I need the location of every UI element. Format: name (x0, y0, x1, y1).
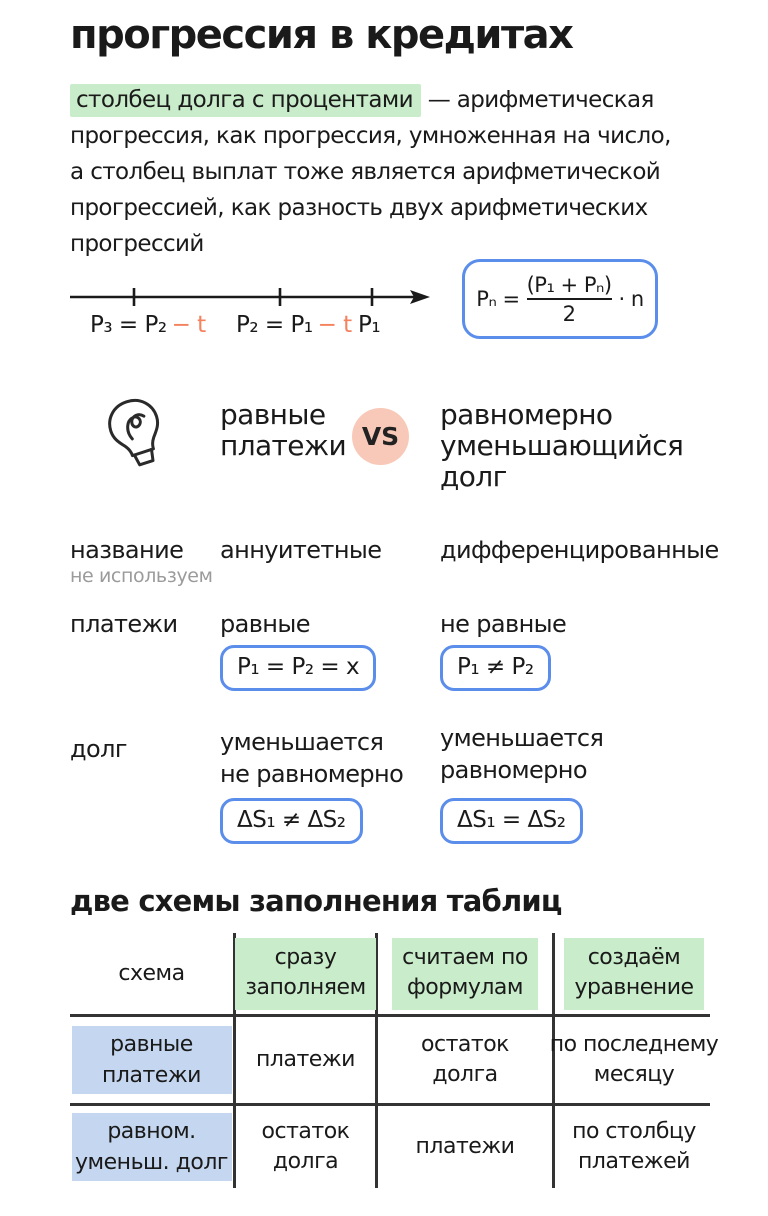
table-vline-1 (233, 933, 236, 1188)
row-debt-left-line-2: не равномерно (220, 760, 404, 788)
row-name-label: название (70, 536, 184, 564)
table-row1-scheme: равные платежи (70, 1017, 233, 1103)
table-header-scheme: схема (70, 933, 233, 1015)
table-header-scheme-label: схема (118, 961, 185, 986)
row-payments-left-value: равные (220, 610, 311, 638)
intro-line-5: прогрессий (70, 231, 204, 257)
row2-equation-line-2: платежей (578, 1149, 690, 1174)
header-equation-line-1: создаём (587, 945, 681, 970)
row-debt-right-line-1: уменьшается (440, 724, 604, 752)
row-name-right-value: дифференцированные (440, 536, 719, 564)
versus-right-heading: равномерно уменьшающийся долг (440, 398, 684, 493)
table-row2-scheme: равном. уменьш. долг (70, 1106, 233, 1188)
table-row1-equation: по последнему месяцу (550, 1017, 719, 1103)
intro-line-2: прогрессия, как прогрессия, умноженная н… (70, 123, 671, 149)
vs-badge: VS (352, 408, 409, 465)
intro-line-4: прогрессией, как разность двух арифметич… (70, 195, 648, 221)
versus-right-line-2: уменьшающийся (440, 429, 684, 462)
row2-scheme-chip: равном. уменьш. долг (71, 1113, 232, 1181)
intro-line-3: а столбец выплат тоже является арифметич… (70, 159, 661, 185)
table-section-title: две схемы заполнения таблиц (70, 884, 562, 918)
numberline-label-p1: P₁ (358, 312, 381, 338)
debt-left-formula-box: ΔS₁ ≠ ΔS₂ (220, 798, 363, 844)
versus-left-heading: равные платежи (220, 398, 347, 462)
lightbulb-icon (108, 399, 160, 467)
intro-paragraph: столбец долга с процентами — арифметичес… (70, 82, 700, 262)
versus-right-line-3: долг (440, 460, 507, 493)
row1-calc-line-1: остаток (421, 1032, 509, 1057)
table-row1-calc: остаток долга (378, 1017, 552, 1103)
row-name-note: не используем (70, 565, 213, 587)
header-fill-line-1: сразу (274, 945, 337, 970)
versus-left-line-1: равные (220, 398, 326, 431)
row2-scheme-line-2: уменьш. долг (75, 1150, 228, 1175)
row1-equation-line-2: месяцу (593, 1062, 675, 1087)
table-header-equation: создаём уравнение (555, 933, 713, 1015)
row1-scheme-chip: равные платежи (71, 1026, 232, 1094)
formula-rhs: · n (618, 287, 645, 311)
numberline-label-p2: P₂ = P₁− t (236, 312, 352, 338)
row2-calc-value: платежи (415, 1134, 515, 1159)
header-fill-line-2: заполняем (245, 975, 366, 1000)
numberline-label-p2-main: P₂ = P₁ (236, 312, 313, 338)
table-vline-2 (375, 933, 378, 1188)
number-line-arrow-icon (70, 288, 430, 306)
header-calc-line-2: формулам (406, 975, 523, 1000)
debt-right-formula-box: ΔS₁ = ΔS₂ (440, 798, 583, 844)
versus-left-line-2: платежи (220, 429, 347, 462)
table-row2-calc: платежи (378, 1106, 552, 1188)
table-hline-1 (70, 1014, 710, 1017)
row-payments-label: платежи (70, 610, 178, 638)
row2-fill-line-1: остаток (261, 1119, 350, 1144)
table-header-fill-chip: сразу заполняем (235, 938, 376, 1010)
table-row2-equation: по столбцу платежей (555, 1106, 713, 1188)
row2-fill-line-2: долга (272, 1149, 339, 1174)
table-hline-2 (70, 1103, 710, 1106)
table-header-calc-chip: считаем по формулам (392, 938, 538, 1010)
row-debt-label: долг (70, 735, 127, 763)
header-equation-line-2: уравнение (574, 975, 694, 1000)
formula-numerator: (P₁ + Pₙ) (526, 272, 612, 297)
row1-equation-line-1: по последнему (549, 1032, 719, 1057)
table-header-equation-chip: создаём уравнение (564, 938, 704, 1010)
fraction-bar (526, 297, 612, 300)
numberline-label-p3-accent: − t (171, 312, 207, 338)
table-row1-fill: платежи (236, 1017, 375, 1103)
highlighted-term: столбец долга с процентами (70, 84, 421, 117)
numberline-label-p3-main: P₃ = P₂ (90, 312, 167, 338)
row1-fill-value: платежи (256, 1047, 355, 1072)
header-calc-line-1: считаем по (402, 945, 528, 970)
table-header-fill: сразу заполняем (235, 933, 376, 1015)
numberline-label-p1-main: P₁ (358, 312, 381, 338)
row-debt-left-value: уменьшается не равномерно (220, 726, 404, 790)
row1-scheme-line-1: равные (110, 1032, 193, 1057)
row1-calc-line-2: долга (432, 1062, 498, 1087)
table-row2-fill: остаток долга (236, 1106, 375, 1188)
table-header-calc: считаем по формулам (378, 933, 552, 1015)
numberline-label-p3: P₃ = P₂− t (90, 312, 206, 338)
payments-left-formula-box: P₁ = P₂ = x (220, 645, 377, 691)
formula-fraction: (P₁ + Pₙ) 2 (526, 272, 612, 326)
row2-scheme-line-1: равном. (107, 1119, 196, 1144)
row1-scheme-line-2: платежи (102, 1063, 201, 1088)
sum-formula-box: Pₙ = (P₁ + Pₙ) 2 · n (462, 259, 658, 339)
versus-right-line-1: равномерно (440, 398, 613, 431)
row-name-left-value: аннуитетные (220, 536, 382, 564)
row2-equation-line-1: по столбцу (572, 1119, 696, 1144)
row-debt-right-line-2: равномерно (440, 756, 588, 784)
table-vline-3 (552, 933, 555, 1188)
intro-line-1: столбец долга с процентами — арифметичес… (70, 82, 700, 118)
row-payments-right-value: не равные (440, 610, 567, 638)
row-debt-left-line-1: уменьшается (220, 728, 384, 756)
row-debt-right-value: уменьшается равномерно (440, 722, 604, 786)
page-title: прогрессия в кредитах (70, 12, 574, 58)
formula-lhs: Pₙ = (476, 287, 520, 311)
formula-denominator: 2 (562, 301, 576, 326)
intro-line-1-rest: — арифметическая (420, 87, 655, 113)
vs-badge-label: VS (361, 422, 400, 451)
numberline-label-p2-accent: − t (317, 312, 353, 338)
payments-right-formula-box: P₁ ≠ P₂ (440, 645, 551, 691)
